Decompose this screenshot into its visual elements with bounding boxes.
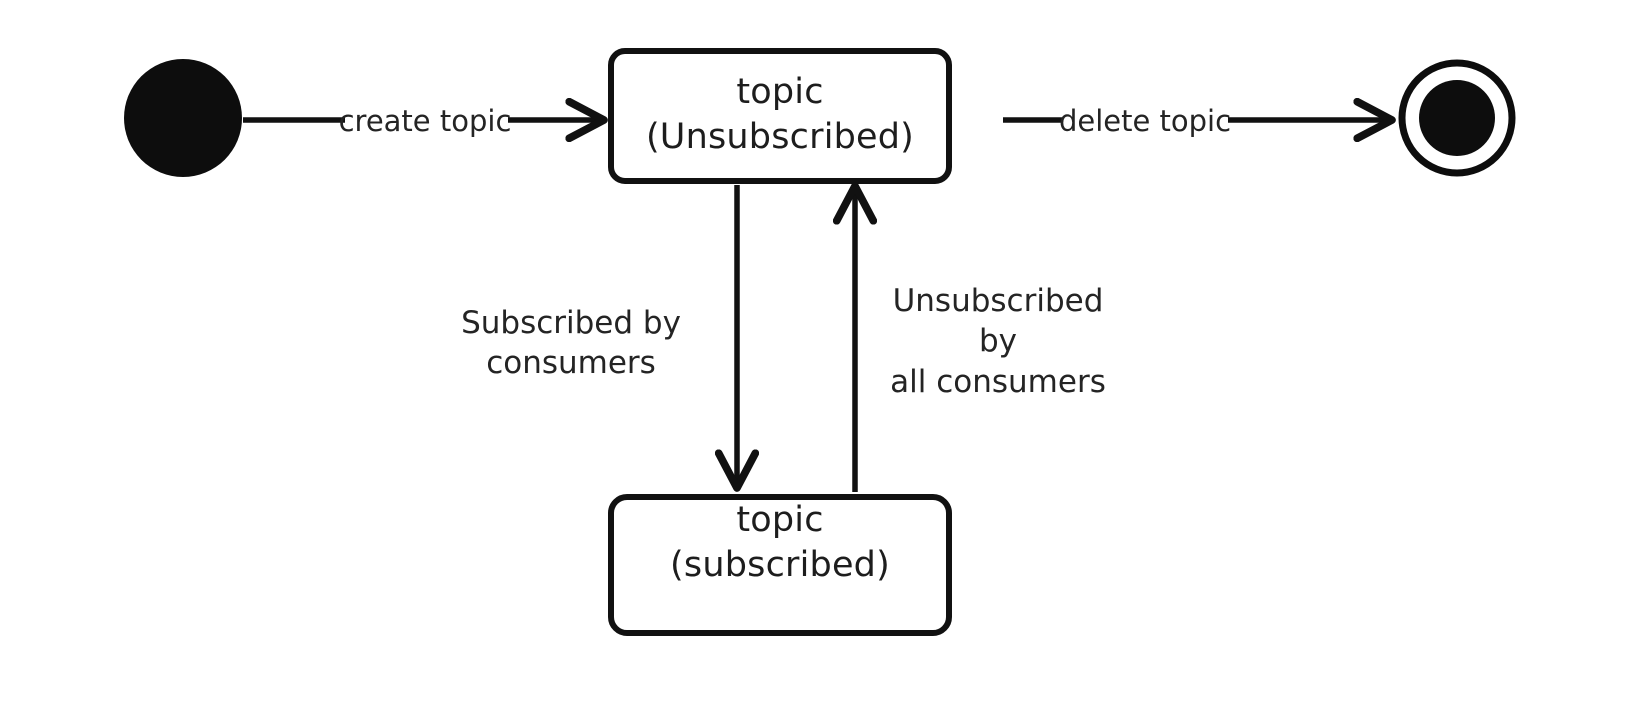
final-state-inner-disc bbox=[1419, 80, 1495, 156]
state-topic-subscribed[interactable] bbox=[608, 494, 952, 636]
final-state-outer-ring bbox=[1398, 59, 1516, 177]
state-topic-unsubscribed[interactable] bbox=[608, 48, 952, 184]
initial-state-node[interactable] bbox=[124, 59, 242, 177]
final-state-node[interactable] bbox=[1398, 59, 1516, 177]
